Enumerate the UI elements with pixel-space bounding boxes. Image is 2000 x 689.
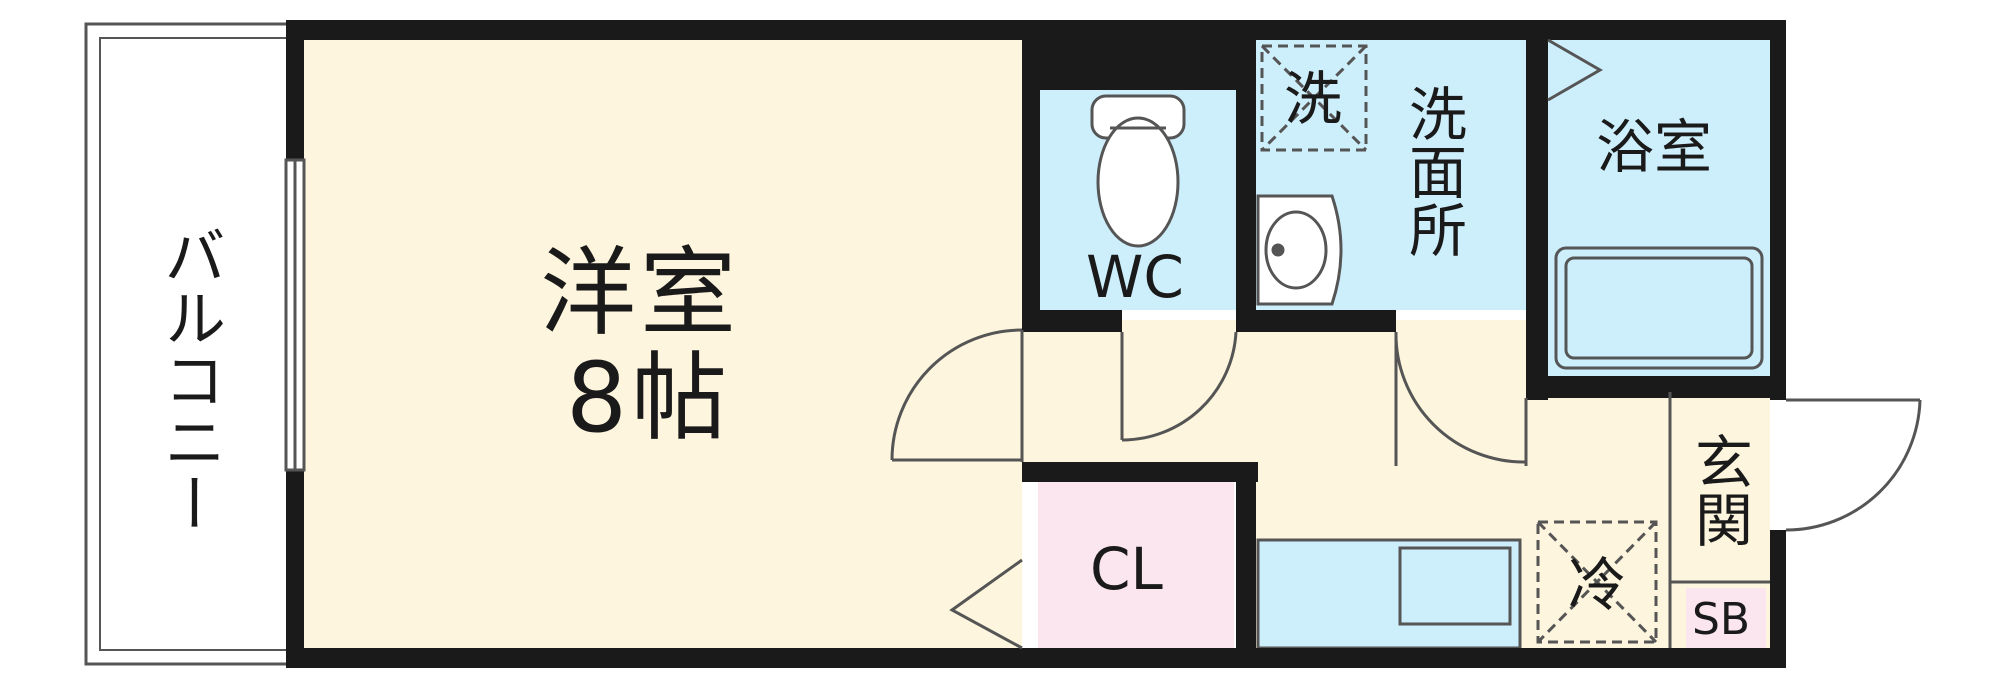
washer-space-icon [1260,44,1368,152]
washroom-label: 洗面所 [1399,84,1467,258]
balcony-area [84,22,292,666]
toilet-icon [1090,94,1186,248]
fridge-label: 冷 [1568,551,1627,619]
balcony-label: バルコニー [153,224,226,534]
closet-label: CL [1090,535,1163,603]
balcony-window [284,158,306,472]
doors [890,38,1922,650]
shoe-box [1686,588,1766,648]
sink-counter [1256,538,1522,650]
bathroom-floor [1548,40,1770,376]
bathroom-label: 浴室 [1596,113,1713,181]
wc-label: WC [1086,243,1184,311]
walls [286,20,1786,668]
washer-label: 洗 [1284,65,1343,133]
western-room-floor [300,36,1022,648]
washbasin-icon [1256,194,1343,306]
western-room-size-label: 8帖 [566,342,732,454]
stove-top [1398,546,1512,626]
entrance-label: 玄関 [1685,432,1753,548]
fridge-space-icon [1536,520,1658,644]
bathtub-icon [1554,246,1764,370]
western-room-label: 洋室 [540,237,740,349]
shoe-box-label: SB [1692,594,1751,645]
closet-floor [1038,482,1234,648]
